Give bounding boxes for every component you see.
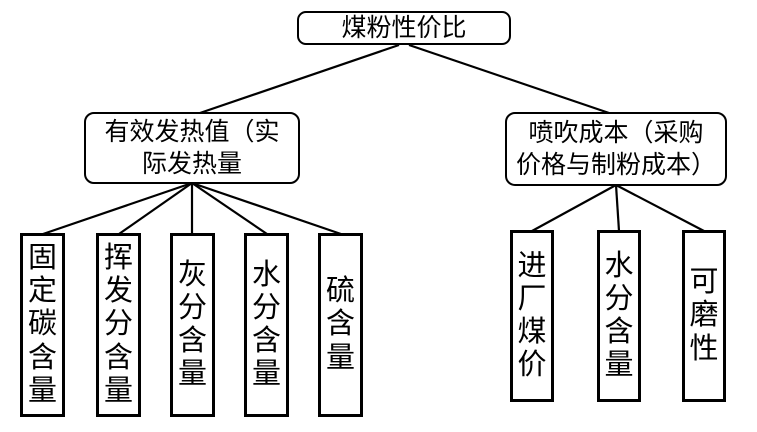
leaf-grindability: 可磨性: [682, 230, 726, 402]
node-effective-calorific-value-line-2: 际发热量: [141, 150, 242, 178]
node-effective-calorific-value-line-1: 有效发热值（实: [104, 118, 280, 146]
leaf-plant-coal-price-label: 进厂煤价: [517, 249, 547, 382]
node-injection-cost-line-1: 喷吹成本（采购: [528, 119, 704, 147]
leaf-sulfur-content: 硫含量: [318, 233, 363, 417]
leaf-moisture-content-left-label: 水分含量: [252, 258, 282, 391]
leaf-ash-content-label: 灰分含量: [178, 258, 208, 391]
connector-root-left: [196, 43, 400, 116]
leaf-fixed-carbon-content-label: 固定碳含量: [28, 242, 58, 407]
leaf-volatile-matter-content-label: 挥发分含量: [104, 242, 134, 407]
leaf-volatile-matter-content: 挥发分含量: [96, 233, 141, 417]
node-injection-cost-line-2: 价格与制粉成本）: [515, 151, 716, 179]
connector-right-leaf-1: [531, 184, 617, 232]
connector-left-leaf-1: [42, 181, 193, 236]
connector-right-leaf-2: [614, 184, 621, 232]
leaf-fixed-carbon-content: 固定碳含量: [20, 233, 65, 417]
leaf-sulfur-content-label: 硫含量: [326, 275, 356, 374]
leaf-moisture-content-left: 水分含量: [244, 233, 289, 417]
node-injection-cost: 喷吹成本（采购 价格与制粉成本）: [505, 112, 727, 186]
connector-left-leaf-5: [191, 181, 342, 236]
connector-right-leaf-3: [615, 184, 705, 232]
leaf-ash-content: 灰分含量: [170, 233, 215, 417]
node-root-label: 煤粉性价比: [341, 13, 467, 42]
node-root: 煤粉性价比: [297, 11, 511, 45]
leaf-moisture-content-right: 水分含量: [597, 230, 641, 402]
connector-left-leaf-4: [191, 182, 268, 235]
leaf-moisture-content-right-label: 水分含量: [604, 249, 634, 382]
node-effective-calorific-value: 有效发热值（实 际发热量: [84, 112, 300, 184]
leaf-plant-coal-price: 进厂煤价: [510, 230, 554, 402]
connector-root-right: [408, 43, 613, 116]
connector-left-leaf-2: [118, 182, 193, 235]
leaf-grindability-label: 可磨性: [689, 266, 719, 365]
